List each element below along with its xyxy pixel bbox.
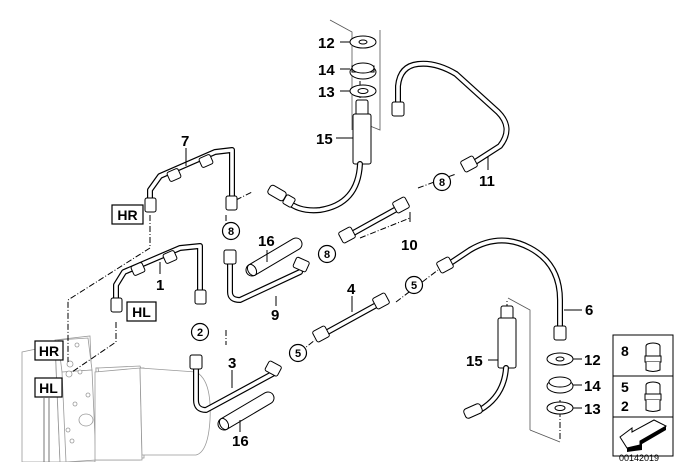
- fitting-legend: 8 5 2 00142019: [612, 334, 674, 462]
- svg-text:8: 8: [439, 177, 445, 189]
- hl-unit-label: HL: [34, 377, 63, 398]
- label-part-3: 3: [228, 355, 236, 372]
- fitting-callouts: 8 8 8 2 5 5: [190, 172, 452, 363]
- abs-hydraulic-unit: [21, 335, 211, 462]
- leader-lines: [159, 41, 582, 432]
- svg-text:8: 8: [228, 226, 234, 238]
- brake-pipe-3: [189, 354, 282, 413]
- svg-text:HL: HL: [132, 304, 151, 320]
- label-part-1: 1: [156, 277, 164, 294]
- fitting-5-2-icon: [644, 381, 662, 412]
- legend-label-8: 8: [621, 343, 629, 359]
- arrow-icon: [619, 419, 668, 452]
- brake-pipe-1: [110, 243, 207, 313]
- brake-hose-15-upper: [267, 19, 381, 214]
- fitting-8-icon: [644, 342, 662, 372]
- callout-fitting-5-a: 5: [288, 343, 308, 363]
- label-part-14-upper: 14: [318, 62, 335, 79]
- connection-labels: HR HL HR HL: [34, 204, 157, 398]
- callout-fitting-2: 2: [190, 322, 210, 342]
- label-part-7: 7: [181, 133, 189, 150]
- label-part-10: 10: [401, 237, 418, 254]
- hl-pipe-label: HL: [126, 301, 157, 322]
- svg-text:2: 2: [197, 327, 203, 339]
- svg-text:HL: HL: [39, 380, 58, 396]
- svg-text:HR: HR: [117, 207, 137, 223]
- label-part-13-lower: 13: [584, 401, 601, 418]
- hr-pipe-label: HR: [111, 204, 144, 225]
- brake-pipe-7: [144, 147, 238, 213]
- legend-label-2: 2: [621, 398, 629, 414]
- brake-pipe-11: [391, 60, 510, 173]
- label-part-12-upper: 12: [318, 35, 335, 52]
- label-part-15-upper: 15: [316, 131, 333, 148]
- hr-unit-label: HR: [34, 340, 64, 361]
- label-part-16-upper: 16: [258, 233, 275, 250]
- svg-text:8: 8: [324, 249, 330, 261]
- protective-sleeve-16-upper: [245, 237, 303, 277]
- brake-hose-15-lower: [463, 297, 574, 443]
- legend-label-5: 5: [621, 379, 629, 395]
- label-part-15-lower: 15: [466, 353, 483, 370]
- svg-text:5: 5: [295, 348, 301, 360]
- label-part-13-upper: 13: [318, 84, 335, 101]
- label-part-12-lower: 12: [584, 352, 601, 369]
- brake-pipe-6: [436, 237, 567, 341]
- brake-pipe-9: [223, 249, 310, 303]
- callout-fitting-8-c: 8: [432, 172, 452, 192]
- callout-fitting-8-a: 8: [221, 221, 241, 241]
- label-part-14-lower: 14: [584, 378, 601, 395]
- svg-text:5: 5: [411, 280, 417, 292]
- label-part-4: 4: [347, 281, 356, 298]
- label-part-11: 11: [479, 173, 495, 190]
- brake-pipe-10: [338, 196, 410, 244]
- callout-fitting-8-b: 8: [317, 244, 337, 264]
- protective-sleeve-16-lower: [217, 391, 275, 431]
- label-part-6: 6: [585, 302, 593, 319]
- brake-pipe-4: [312, 292, 390, 343]
- callout-fitting-5-b: 5: [404, 275, 424, 295]
- label-part-9: 9: [271, 307, 279, 324]
- label-part-16-lower: 16: [232, 433, 249, 450]
- part-labels: 12 14 13 15 7 1 16 9 10 11 4 3 16 6 12 1…: [156, 35, 601, 450]
- drawing-code: 00142019: [619, 453, 659, 462]
- svg-text:HR: HR: [39, 343, 59, 359]
